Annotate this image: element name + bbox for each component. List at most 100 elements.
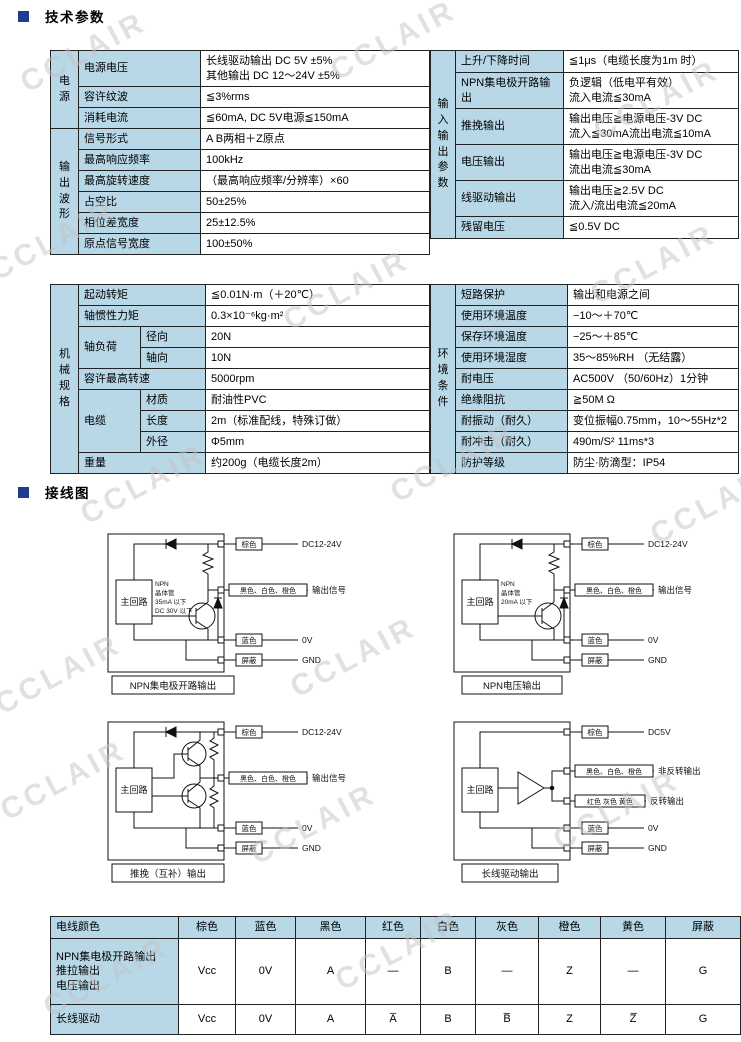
transistor-symbol (181, 741, 207, 767)
table-row: 保存环境温度 −25～＋85℃ (431, 326, 739, 348)
cell-value: Vcc (178, 1004, 236, 1035)
main-circuit-label: 主回路 (466, 784, 493, 795)
diagram-caption: NPN集电极开路输出 (111, 675, 235, 695)
mechanical-specs-table: 机械规格 起动转矩 ≦0.01N·m（＋20℃） 轴惯性力矩 0.3×10⁻⁶k… (50, 284, 430, 474)
cell-value: Z (538, 938, 601, 1005)
diagram-npn-voltage-output: 棕色 黑色、白色、橙色 蓝色 屏蔽 DC12-24V 输出信号 0V GND 主… (432, 528, 724, 711)
param-name: 电压输出 (455, 144, 564, 181)
table-row: 占空比 50±25% (51, 191, 430, 213)
cell-value: G (665, 1004, 741, 1035)
main-circuit-label: 主回路 (466, 596, 493, 607)
table-row: 耐振动（耐久） 变位振幅0.75mm，10～55Hz*2 (431, 410, 739, 432)
table-row: 容许纹波 ≦3%rms (51, 86, 430, 108)
terminal-squares (563, 728, 571, 852)
output-label: 输出信号 (658, 585, 692, 595)
table-row: 消耗电流 ≦60mA, DC 5V电源≦150mA (51, 107, 430, 129)
table-row: 环境条件 短路保护 输出和电源之间 (430, 284, 739, 474)
wire-tag-label: 黑色、白色、橙色 (586, 586, 642, 595)
cell-value: A̅ (365, 1004, 421, 1035)
param-name: 消耗电流 (78, 107, 201, 129)
sub-param-name: 外径 (140, 431, 206, 453)
row-label: 长线驱动 (50, 1004, 179, 1035)
param-value: 耐油性PVC (205, 389, 430, 411)
param-value: 约200g（电缆长度2m） (205, 452, 430, 474)
gnd-label: GND (648, 843, 667, 853)
param-name: 残留电压 (455, 216, 564, 239)
param-value: −10～＋70℃ (567, 305, 739, 327)
table-row: 耐冲击（耐久） 490m/S² 11ms*3 (431, 431, 739, 453)
col-header: 电线颜色 (50, 916, 179, 939)
table-row: 相位差宽度 25±12.5% (51, 212, 430, 234)
table-row: 残留电压 ≦0.5V DC (431, 216, 739, 239)
diode-symbol (164, 726, 177, 738)
param-name: 起动转矩 (78, 284, 206, 306)
zero-volt-label: 0V (302, 635, 313, 645)
col-header: 棕色 (178, 916, 236, 939)
terminal-squares (217, 540, 225, 664)
col-header: 橙色 (538, 916, 601, 939)
external-labels: DC12-24V 输出信号 0V GND (302, 539, 346, 665)
svg-text:NPN: NPN (501, 581, 515, 588)
table-row: 电缆 材质 耐油性PVC (51, 389, 430, 453)
col-header: 屏蔽 (665, 916, 741, 939)
param-name: NPN集电极开路输出 (455, 72, 564, 109)
sub-param-name: 长度 (140, 410, 206, 432)
cell-value: Vcc (178, 938, 236, 1005)
wire-color-tags: 棕色 黑色、白色、橙色 蓝色 屏蔽 (228, 725, 308, 855)
supply-label: DC12-24V (302, 539, 342, 549)
non-inverted-output-label: 非反转输出 (658, 766, 701, 776)
circuit-outline (107, 721, 225, 861)
cell-value: — (475, 938, 539, 1005)
table-row: 绝缘阻抗 ≧50M Ω (431, 389, 739, 411)
param-value: 10N (205, 347, 430, 369)
wire-tag-label: 屏蔽 (588, 843, 603, 853)
param-value: 防尘·防滴型：IP54 (567, 452, 739, 474)
cell-value: B (420, 1004, 476, 1035)
diagram-caption: 长线驱动输出 (461, 863, 559, 883)
resistor-symbol (547, 544, 561, 590)
param-name: 容许最高转速 (78, 368, 206, 390)
svg-text:晶体管: 晶体管 (501, 588, 521, 597)
gnd-label: GND (648, 655, 667, 665)
param-name: 绝缘阻抗 (455, 389, 568, 411)
cell-value: A (295, 938, 366, 1005)
svg-text:35mA 以下: 35mA 以下 (155, 598, 187, 606)
param-value: 负逻辑（低电平有效）流入电流≦30mA (563, 72, 739, 109)
diagram-push-pull-output: 棕色 黑色、白色、橙色 蓝色 屏蔽 DC12-24V 输出信号 0V GND 主… (86, 716, 378, 899)
param-name: 使用环境温度 (455, 305, 568, 327)
terminal-squares (217, 728, 225, 852)
terminal-squares (563, 540, 571, 664)
output-label: 输出信号 (312, 773, 346, 783)
zero-volt-label: 0V (302, 823, 313, 833)
param-value: （最高响应频率/分辨率）×60 (200, 170, 430, 192)
table-row: NPN集电极开路输出 负逻辑（低电平有效）流入电流≦30mA (431, 72, 739, 109)
cell-value: Z̅ (600, 1004, 666, 1035)
section-header-tech-params: 技术参数 (18, 6, 105, 26)
param-value: 变位振幅0.75mm，10～55Hz*2 (567, 410, 739, 432)
col-header: 蓝色 (235, 916, 296, 939)
wire-color-tags: 棕色 黑色、白色、橙色 蓝色 屏蔽 (228, 537, 308, 667)
cell-value: A (295, 1004, 366, 1035)
zero-volt-label: 0V (648, 823, 659, 833)
param-name: 占空比 (78, 191, 201, 213)
param-value: 2m（标准配线，特殊订做） (205, 410, 430, 432)
svg-text:20mA 以下: 20mA 以下 (501, 598, 533, 606)
param-value: 输出和电源之间 (567, 284, 739, 306)
caption-label: NPN集电极开路输出 (130, 680, 217, 692)
table-row: NPN集电极开路输出 推拉输出 电压输出 Vcc 0V A — B — Z — … (50, 938, 741, 1005)
diagram-npn-open-collector: 棕色 黑色、白色、橙色 蓝色 屏蔽 DC12-24V 输出信号 0V GND 主… (86, 528, 378, 711)
power-waveform-table: 电源 电源电压 长线驱动输出 DC 5V ±5%其他输出 DC 12～24V ±… (50, 50, 430, 255)
table-row: 使用环境温度 −10～＋70℃ (431, 305, 739, 327)
io-params-table: 输入输出参数 上升/下降时间 ≦1μs（电缆长度为1m 时） NPN集电极开路输… (430, 50, 739, 239)
diode-symbol (559, 596, 569, 609)
wire-tag-label: 蓝色 (242, 635, 257, 645)
caption-label: 推挽（互补）输出 (130, 868, 206, 880)
param-value: 20N (205, 326, 430, 348)
cell-value: 0V (235, 938, 296, 1005)
param-value: ≦0.5V DC (563, 216, 739, 239)
param-name: 线驱动输出 (455, 180, 564, 217)
param-name-shaft-load: 轴负荷 (78, 326, 141, 369)
